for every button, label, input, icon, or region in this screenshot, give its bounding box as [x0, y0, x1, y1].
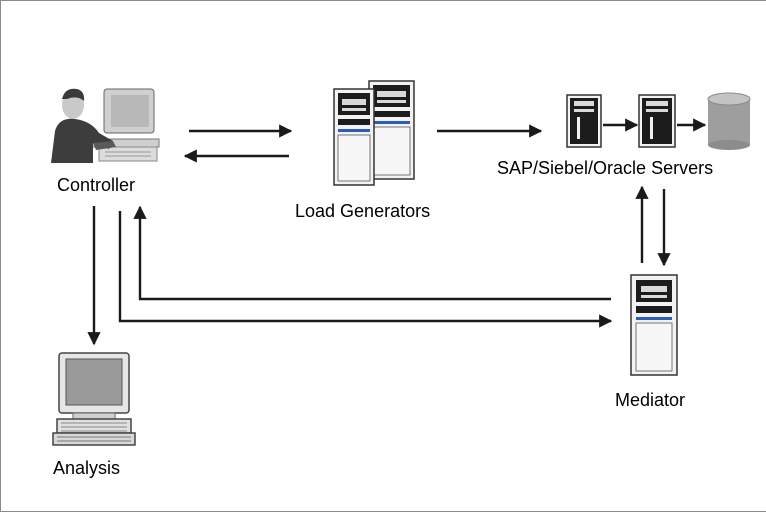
- connectors: [87, 118, 707, 346]
- servers-icon: [566, 94, 676, 148]
- arrow-mediator-to-controller: [133, 205, 611, 301]
- load-generators-label: Load Generators: [295, 201, 431, 221]
- mediator-icon: [630, 274, 678, 376]
- database-icon: [707, 92, 751, 150]
- load-generators-icon: [333, 80, 415, 186]
- controller-label: Controller: [57, 175, 136, 195]
- controller-icon: [51, 88, 160, 163]
- analysis-label: Analysis: [53, 458, 121, 478]
- mediator-label: Mediator: [615, 390, 686, 410]
- analysis-icon: [52, 352, 136, 446]
- servers-label: SAP/Siebel/Oracle Servers: [497, 158, 714, 178]
- arrow-controller-to-mediator: [118, 211, 613, 328]
